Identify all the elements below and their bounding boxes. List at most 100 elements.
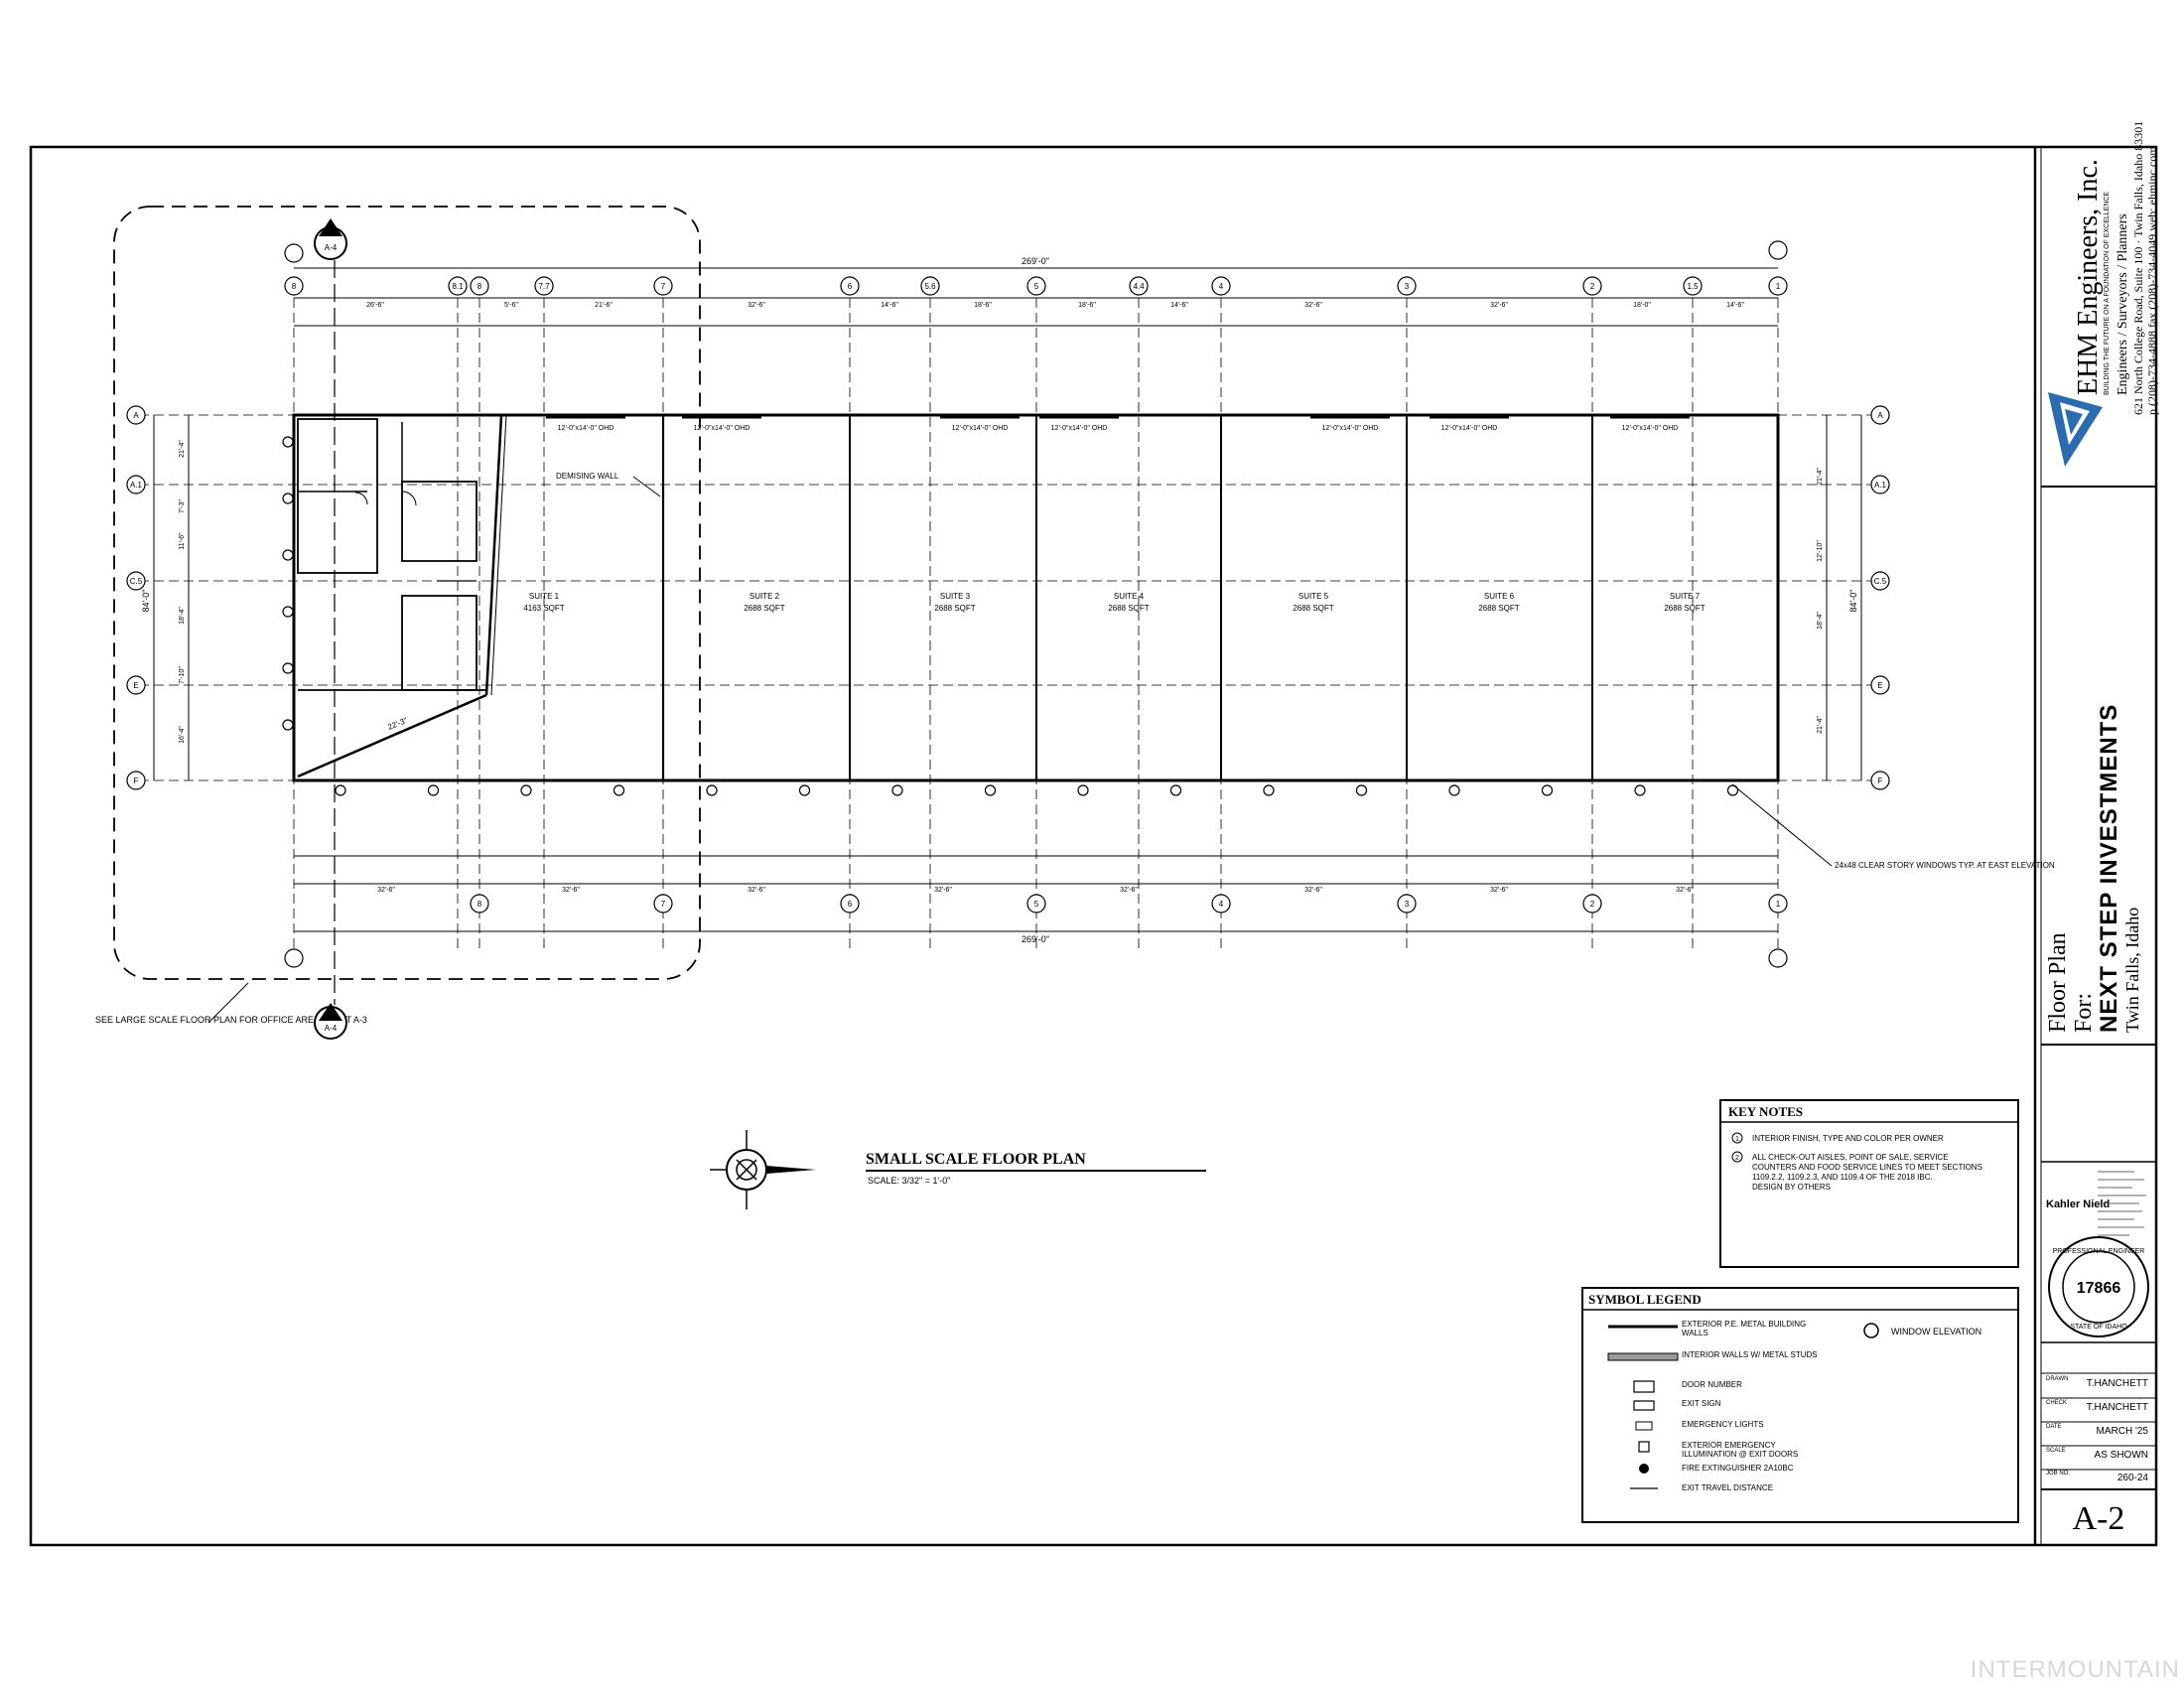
legend-text: EXIT TRAVEL DISTANCE	[1682, 1483, 1773, 1492]
sheet-border	[29, 145, 2158, 1547]
engineer-name: Kahler Nield	[2046, 1198, 2110, 1210]
dimension-text: 21'-4"	[179, 440, 186, 458]
exit-sign-icon	[1633, 1400, 1655, 1411]
suite-name: SUITE 4	[1114, 592, 1145, 601]
office-area-callout	[113, 206, 701, 980]
grid-bubble-label: 7.7	[538, 282, 550, 291]
title-block-value: 260-24	[2117, 1473, 2149, 1483]
grid-bubble	[126, 771, 146, 790]
title-block-label: JOB NO.	[2046, 1471, 2070, 1477]
grid-bubble-label: A	[1877, 411, 1883, 420]
window-tags	[282, 436, 1739, 796]
grid-bubble-label: 8	[292, 282, 297, 291]
side-dimension-texts: 21'-4"7'-3"11'-6"18'-4"7'-10"16'-4"21'-4…	[179, 440, 1824, 744]
dimension-text: 14'-6"	[881, 302, 898, 309]
grid-bubble-label: 8	[478, 900, 482, 909]
grid-bubble-label: E	[133, 681, 138, 690]
sheet-number: A-2	[2073, 1500, 2125, 1537]
bay-dimension-texts: 32'-6"32'-6"32'-6"32'-6"32'-6"32'-6"32'-…	[377, 887, 1694, 894]
dimension-text: 32'-6"	[562, 887, 580, 894]
section-tag-bottom: A-4	[325, 1024, 338, 1033]
window-tag	[427, 784, 440, 796]
title-block-value: T.HANCHETT	[2087, 1402, 2148, 1413]
key-notes-list: 1 INTERIOR FINISH, TYPE AND COLOR PER OWN…	[1731, 1132, 1982, 1192]
grid-bubble	[534, 276, 554, 296]
grid-bubble-label: 2	[1590, 282, 1595, 291]
dimension-text: 21'-6"	[595, 302, 613, 309]
stamp-number: 17866	[2077, 1280, 2121, 1297]
grid-bubble-label: C.5	[130, 577, 143, 586]
window-tag	[1169, 784, 1182, 796]
title-block-label: DRAWN	[2046, 1376, 2068, 1382]
grid-lines	[139, 298, 1876, 953]
title-block-value: T.HANCHETT	[2087, 1378, 2148, 1389]
demising-wall-note: DEMISING WALL	[556, 472, 619, 481]
door-tag-icon	[1633, 1380, 1655, 1393]
grid-bubble	[126, 571, 146, 591]
window-tag	[335, 784, 346, 796]
dimension-text: 16'-4"	[179, 726, 186, 744]
grid-bubble-label: 6	[848, 900, 853, 909]
legend-text: FIRE EXTINGUISHER 2A10BC	[1682, 1464, 1794, 1473]
grid-bubble-label: 3	[1405, 900, 1410, 909]
suite-area: 2688 SQFT	[744, 604, 784, 613]
grid-bubble-label: 8	[478, 282, 482, 291]
grid-bubble-label: 8.1	[452, 282, 464, 291]
side-dim-left: 84'-0"	[141, 590, 151, 613]
dimension-text: 14'-6"	[1726, 302, 1744, 309]
window-tag	[1263, 784, 1275, 796]
dimension-text: 12'-10"	[1817, 540, 1824, 562]
suite-area: 2688 SQFT	[934, 604, 975, 613]
window-tag	[613, 784, 625, 796]
grid-bubble	[1211, 894, 1231, 914]
ehm-logo	[2048, 392, 2103, 467]
window-tag	[282, 436, 294, 448]
grid-bubble-label: 3	[1405, 282, 1410, 291]
key-note-number: 2	[1735, 1155, 1739, 1162]
overall-dim-top: 269'-0"	[1022, 256, 1049, 266]
grid-bubble	[1582, 276, 1602, 296]
grid-bubble-label: 6	[848, 282, 853, 291]
engineer-details	[2098, 1171, 2146, 1236]
window-tag	[1077, 784, 1089, 796]
grid-bubble-label: 7	[661, 282, 666, 291]
grid-bubble	[1683, 276, 1703, 296]
dimension-text: 18'-6"	[974, 302, 992, 309]
window-tag	[520, 784, 532, 796]
grid-bubble	[1768, 276, 1788, 296]
grid-bubble	[1870, 475, 1890, 494]
grid-bubble	[1768, 948, 1788, 968]
sheet-title: Floor Plan For: NEXT STEP INVESTMENTS Tw…	[2045, 704, 2142, 1033]
office-note-text: SEE LARGE SCALE FLOOR PLAN FOR OFFICE AR…	[95, 1015, 367, 1025]
window-tag	[891, 784, 903, 796]
window-tag	[1541, 784, 1554, 796]
key-note-bullet	[1731, 1151, 1743, 1163]
building-plan	[292, 413, 1780, 782]
key-note-number: 1	[1735, 1136, 1739, 1143]
grid-bubble	[126, 675, 146, 695]
grid-bubble	[840, 894, 860, 914]
grid-bubble	[126, 475, 146, 494]
grid-bubble	[1870, 405, 1890, 425]
grid-bubble	[1768, 240, 1788, 260]
section-tag-top: A-4	[325, 243, 338, 252]
legend-text: EMERGENCY LIGHTS	[1682, 1420, 1764, 1429]
suite-name: SUITE 3	[940, 592, 971, 601]
title-block-label: SCALE	[2046, 1448, 2066, 1454]
dimension-text: 32'-6"	[934, 887, 952, 894]
window-tag	[282, 719, 294, 731]
grid-bubble	[284, 243, 304, 263]
grid-bubble-label: 2	[1590, 900, 1595, 909]
key-note-text: INTERIOR FINISH, TYPE AND COLOR PER OWNE…	[1752, 1134, 1944, 1143]
symbol-legend-title: SYMBOL LEGEND	[1588, 1292, 1702, 1307]
title-block-value: AS SHOWN	[2095, 1450, 2148, 1461]
grid-bubble	[1768, 894, 1788, 914]
dimension-text: 32'-6"	[748, 887, 765, 894]
suite-name: SUITE 7	[1670, 592, 1701, 601]
grid-bubble-label: 5	[1034, 282, 1039, 291]
title-block-label: CHECK	[2046, 1400, 2067, 1406]
